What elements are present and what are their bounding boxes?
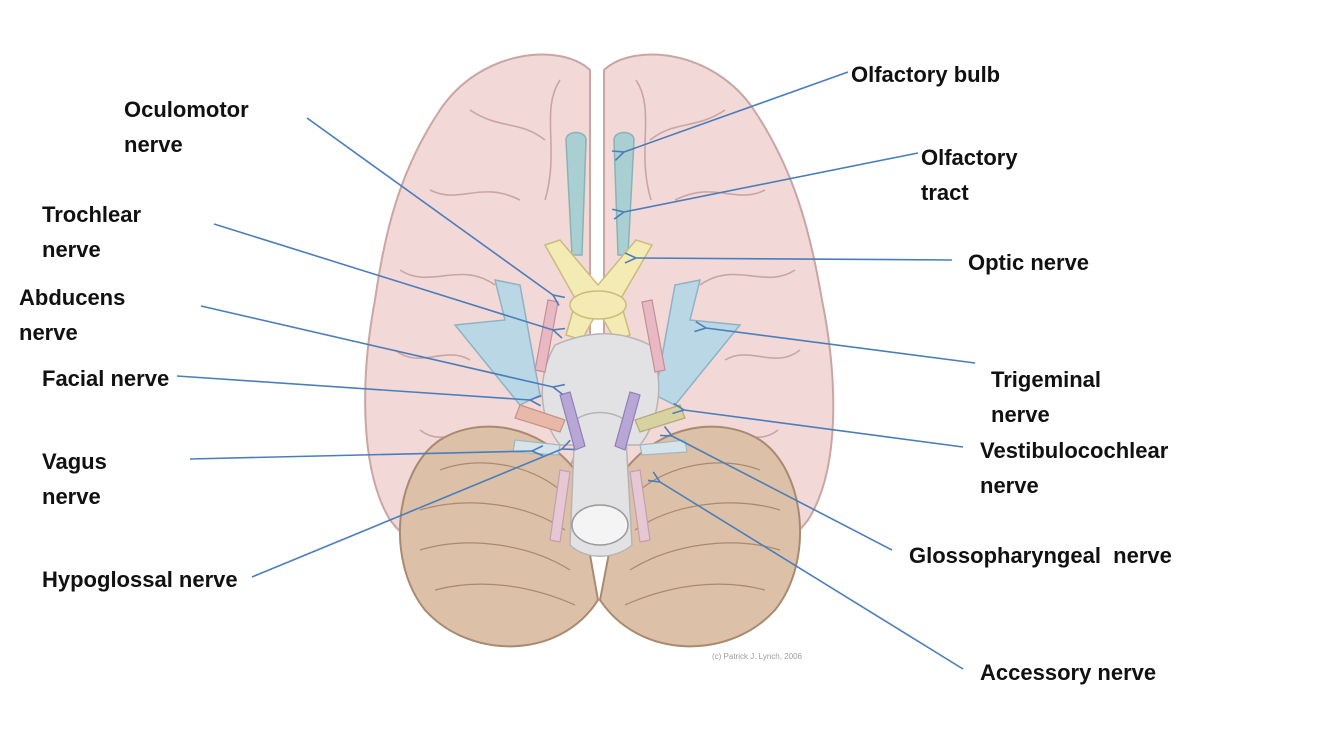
label-optic-nerve: Optic nerve — [968, 245, 1089, 280]
label-hypoglossal-nerve-text: Hypoglossal nerve — [42, 567, 238, 592]
left-olfactory-bulb-tract — [565, 131, 587, 256]
label-hypoglossal-nerve: Hypoglossal nerve — [42, 562, 238, 597]
label-trigeminal-nerve-line2: nerve — [991, 402, 1050, 427]
label-olfactory-tract-line2: tract — [921, 180, 969, 205]
leader-trochlear-nerve — [213, 223, 553, 330]
leader-hypoglossal-nerve — [251, 449, 562, 578]
label-olfactory-bulb: Olfactory bulb — [851, 57, 1000, 92]
label-abducens-nerve-line1: Abducens — [19, 285, 126, 310]
label-trigeminal-nerve: Trigeminal nerve — [991, 362, 1101, 432]
leader-vestibulocochlear-nerve — [684, 410, 964, 448]
label-oculomotor-nerve-line1: Oculomotor — [124, 97, 249, 122]
label-oculomotor-nerve: Oculomotor nerve — [124, 92, 249, 162]
copyright-credit: (c) Patrick J. Lynch, 2006 — [712, 652, 803, 661]
label-optic-nerve-text: Optic nerve — [968, 250, 1090, 275]
label-oculomotor-nerve-line2: nerve — [124, 132, 183, 157]
leader-facial-nerve — [176, 375, 530, 400]
leader-trigeminal-nerve — [706, 328, 976, 364]
pituitary-stalk — [569, 290, 627, 320]
label-accessory-nerve: Accessory nerve — [980, 655, 1156, 690]
label-facial-nerve: Facial nerve — [42, 361, 169, 396]
label-olfactory-tract: Olfactory tract — [921, 140, 1018, 210]
label-trochlear-nerve-line1: Trochlear — [42, 202, 142, 227]
label-trochlear-nerve: Trochlear nerve — [42, 197, 141, 267]
label-abducens-nerve: Abducens nerve — [19, 280, 125, 350]
label-vagus-nerve-line2: nerve — [42, 484, 101, 509]
leader-abducens-nerve — [200, 305, 553, 387]
label-facial-nerve-text: Facial nerve — [42, 366, 170, 391]
leader-lines — [176, 71, 976, 670]
label-olfactory-tract-line1: Olfactory — [921, 145, 1018, 170]
label-vestibulocochlear-nerve-line2: nerve — [980, 473, 1039, 498]
spinal-cord-section — [571, 504, 629, 546]
label-olfactory-bulb-text: Olfactory bulb — [851, 62, 1001, 87]
label-vagus-nerve: Vagus nerve — [42, 444, 107, 514]
leader-vagus-nerve — [189, 451, 532, 460]
label-accessory-nerve-text: Accessory nerve — [980, 660, 1157, 685]
right-olfactory-bulb-tract — [613, 131, 635, 256]
leader-accessory-nerve — [660, 482, 964, 670]
label-vagus-nerve-line1: Vagus — [42, 449, 107, 474]
optic-chiasm — [543, 239, 654, 341]
label-abducens-nerve-line2: nerve — [19, 320, 78, 345]
label-glossopharyngeal-nerve: Glossopharyngeal nerve — [909, 538, 1172, 573]
label-glossopharyngeal-nerve-text: Glossopharyngeal nerve — [909, 543, 1172, 568]
leader-optic-nerve — [636, 258, 953, 260]
leader-olfactory-tract — [624, 152, 919, 212]
label-vestibulocochlear-nerve: Vestibulocochlear nerve — [980, 433, 1168, 503]
leader-oculomotor-nerve — [306, 117, 553, 295]
label-trigeminal-nerve-line1: Trigeminal — [991, 367, 1102, 392]
label-vestibulocochlear-nerve-line1: Vestibulocochlear — [980, 438, 1169, 463]
gyri-folds — [394, 79, 801, 441]
label-trochlear-nerve-line2: nerve — [42, 237, 101, 262]
leader-olfactory-bulb — [624, 71, 849, 152]
leader-glossopharyngeal-nerve — [672, 436, 893, 551]
